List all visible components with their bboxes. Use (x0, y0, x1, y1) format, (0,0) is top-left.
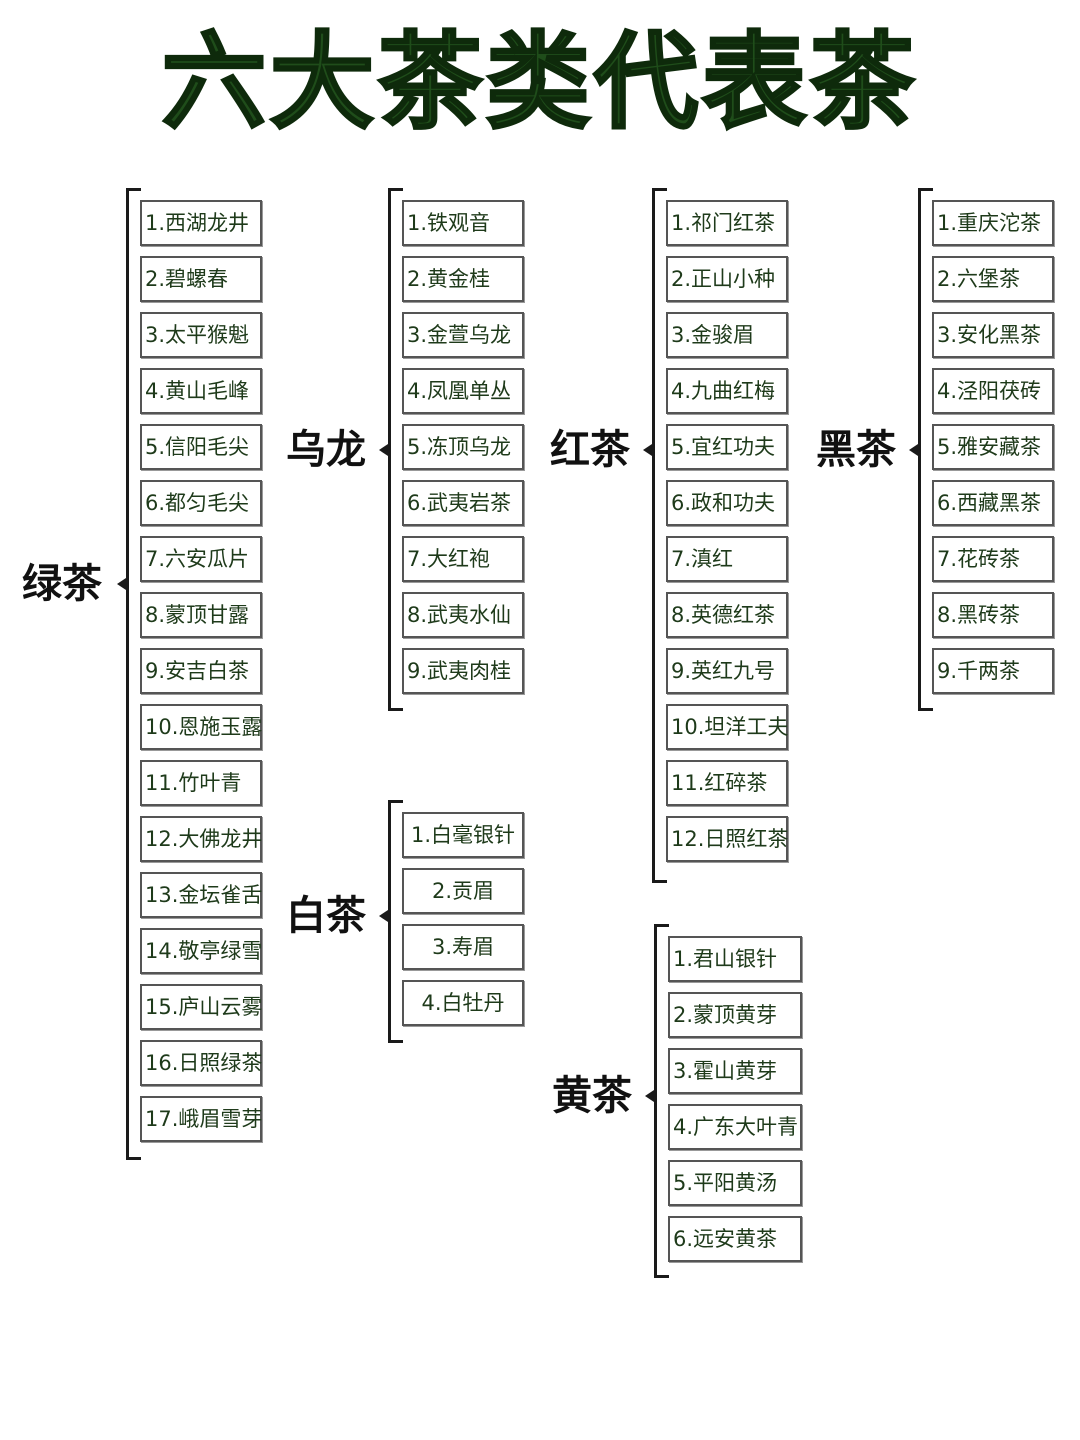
tea-item: 6.西藏黑茶 (932, 480, 1054, 526)
tea-item: 6.远安黄茶 (668, 1216, 802, 1262)
category-bracket (918, 188, 933, 711)
tea-item: 1.西湖龙井 (140, 200, 262, 246)
tea-item: 17.峨眉雪芽 (140, 1096, 262, 1142)
tea-item: 1.君山银针 (668, 936, 802, 982)
category-bracket (126, 188, 141, 1160)
tea-item: 3.金萱乌龙 (402, 312, 524, 358)
category-bracket (388, 188, 403, 711)
bracket-arrow-icon (645, 1090, 654, 1102)
tea-item: 3.金骏眉 (666, 312, 788, 358)
tea-item: 10.恩施玉露 (140, 704, 262, 750)
tea-item: 11.竹叶青 (140, 760, 262, 806)
tea-item: 6.政和功夫 (666, 480, 788, 526)
tea-item: 1.祁门红茶 (666, 200, 788, 246)
tea-item: 5.冻顶乌龙 (402, 424, 524, 470)
tea-item: 6.武夷岩茶 (402, 480, 524, 526)
page-title: 六大茶类代表茶 (160, 21, 918, 144)
tea-item: 7.大红袍 (402, 536, 524, 582)
tea-item: 7.六安瓜片 (140, 536, 262, 582)
tea-item: 15.庐山云雾 (140, 984, 262, 1030)
bracket-arrow-icon (643, 444, 652, 456)
tea-item: 4.泾阳茯砖 (932, 368, 1054, 414)
tea-item: 2.碧螺春 (140, 256, 262, 302)
category-label: 绿茶 (22, 561, 102, 607)
bracket-arrow-icon (379, 910, 388, 922)
tea-item: 10.坦洋工夫 (666, 704, 788, 750)
category-bracket (654, 924, 669, 1278)
tea-item: 2.蒙顶黄芽 (668, 992, 802, 1038)
tea-item: 9.英红九号 (666, 648, 788, 694)
tea-item: 2.黄金桂 (402, 256, 524, 302)
bracket-arrow-icon (117, 578, 126, 590)
tea-item: 7.滇红 (666, 536, 788, 582)
tea-item: 5.雅安藏茶 (932, 424, 1054, 470)
bracket-arrow-icon (379, 444, 388, 456)
tea-item: 14.敬亭绿雪 (140, 928, 262, 974)
tea-item: 5.平阳黄汤 (668, 1160, 802, 1206)
tea-item: 9.安吉白茶 (140, 648, 262, 694)
tea-item: 1.铁观音 (402, 200, 524, 246)
category-bracket (652, 188, 667, 883)
tea-item: 8.英德红茶 (666, 592, 788, 638)
tea-item: 6.都匀毛尖 (140, 480, 262, 526)
tea-item: 8.蒙顶甘露 (140, 592, 262, 638)
tea-item: 12.大佛龙井 (140, 816, 262, 862)
tea-item: 7.花砖茶 (932, 536, 1054, 582)
tea-item: 2.六堡茶 (932, 256, 1054, 302)
tea-item: 3.霍山黄芽 (668, 1048, 802, 1094)
tea-item: 8.武夷水仙 (402, 592, 524, 638)
tea-item: 11.红碎茶 (666, 760, 788, 806)
tea-item: 13.金坛雀舌 (140, 872, 262, 918)
category-label: 红茶 (550, 427, 630, 473)
tea-item: 3.安化黑茶 (932, 312, 1054, 358)
bracket-arrow-icon (909, 444, 918, 456)
tea-item: 8.黑砖茶 (932, 592, 1054, 638)
tea-item: 5.信阳毛尖 (140, 424, 262, 470)
tea-item: 4.广东大叶青 (668, 1104, 802, 1150)
tea-item: 12.日照红茶 (666, 816, 788, 862)
tea-item: 9.武夷肉桂 (402, 648, 524, 694)
tea-item: 3.寿眉 (402, 924, 524, 970)
tea-item: 4.凤凰单丛 (402, 368, 524, 414)
category-label: 乌龙 (286, 427, 366, 473)
category-label: 黄茶 (552, 1073, 632, 1119)
tea-item: 2.正山小种 (666, 256, 788, 302)
category-label: 黑茶 (816, 427, 896, 473)
tea-item: 1.重庆沱茶 (932, 200, 1054, 246)
tea-item: 3.太平猴魁 (140, 312, 262, 358)
tea-item: 4.九曲红梅 (666, 368, 788, 414)
tea-item: 1.白毫银针 (402, 812, 524, 858)
category-bracket (388, 800, 403, 1043)
tea-item: 4.黄山毛峰 (140, 368, 262, 414)
tea-item: 5.宜红功夫 (666, 424, 788, 470)
tea-item: 2.贡眉 (402, 868, 524, 914)
tea-item: 4.白牡丹 (402, 980, 524, 1026)
tea-item: 9.千两茶 (932, 648, 1054, 694)
tea-item: 16.日照绿茶 (140, 1040, 262, 1086)
category-label: 白茶 (286, 893, 366, 939)
